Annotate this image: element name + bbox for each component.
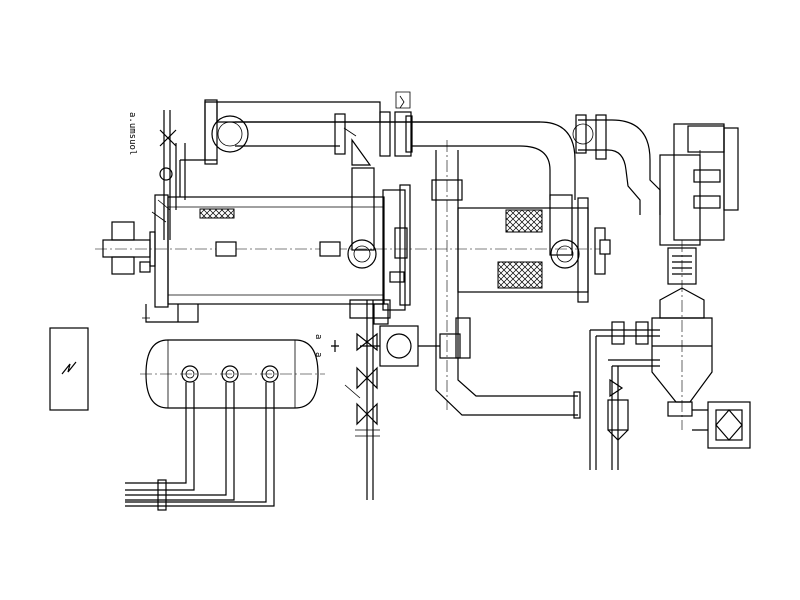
lower-tank	[125, 339, 325, 511]
heat-exchanger-shell	[95, 194, 610, 325]
valve-cluster: a a	[313, 299, 471, 500]
small-label-b: a	[313, 352, 323, 357]
side-label: a.umsuol	[127, 112, 137, 155]
left-control-line: a.umsuol	[127, 110, 177, 240]
right-equipment	[572, 114, 751, 470]
small-label-a: a	[313, 334, 323, 339]
center-columns	[347, 140, 611, 419]
electrical-panel	[49, 327, 89, 411]
upper-piping	[175, 91, 576, 210]
